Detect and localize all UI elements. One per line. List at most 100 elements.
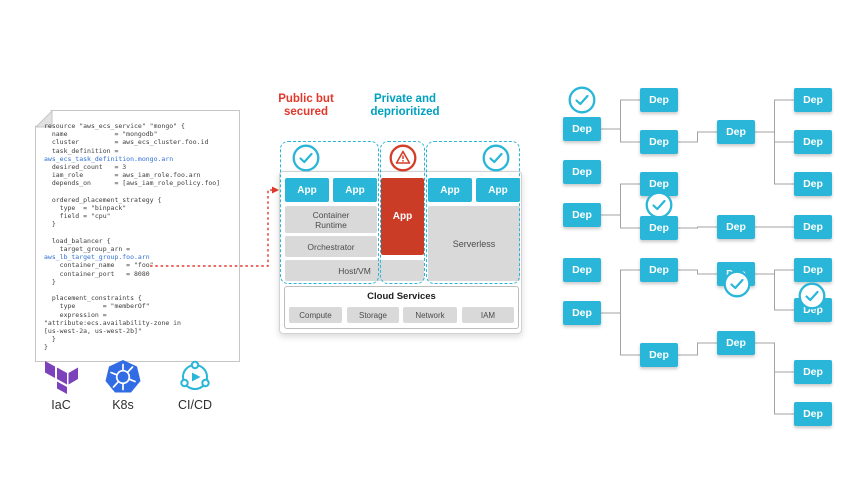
dep-node: Dep [794, 172, 832, 196]
code-line: placement_constraints { [44, 294, 142, 303]
code-line: } [44, 335, 56, 344]
tree-connector [601, 214, 640, 229]
app-node-deprioritized: App [381, 178, 424, 255]
tree-connector [755, 342, 794, 373]
cloud-services-title: Cloud Services [367, 291, 436, 302]
tree-connector [755, 269, 794, 275]
dep-node: Dep [794, 88, 832, 112]
public-secured-group [280, 141, 379, 284]
dep-node: Dep [794, 360, 832, 384]
dep-node: Dep [640, 343, 678, 367]
dep-node: Dep [640, 216, 678, 240]
check-icon [798, 282, 826, 310]
code-line [44, 286, 236, 294]
check-icon [482, 144, 510, 172]
cloud-service-iam: IAM [462, 307, 514, 323]
check-icon [568, 86, 596, 114]
app-node-4: App [428, 178, 472, 202]
toolchain-label-cicd: CI/CD [177, 398, 213, 412]
tree-connector [755, 131, 794, 143]
code-line: } [44, 277, 56, 286]
dep-node: Dep [563, 258, 601, 282]
kubernetes-icon [105, 360, 141, 393]
code-line: task_definition = [44, 146, 119, 155]
cicd-icon [180, 360, 210, 390]
dep-node: Dep [794, 258, 832, 282]
code-line [44, 229, 236, 237]
code-line: } [44, 343, 48, 352]
dep-node: Dep [794, 215, 832, 239]
host-vm-layer: Host/VM [285, 260, 424, 281]
check-icon [723, 270, 751, 298]
code-line: } [44, 220, 56, 229]
dep-node: Dep [640, 130, 678, 154]
app-node-1: App [285, 178, 329, 202]
code-line: resource "aws_ecs_service" "mongo" { [44, 122, 185, 130]
dep-node: Dep [717, 331, 755, 355]
tree-connector [755, 99, 794, 133]
toolchain-label-k8s: K8s [112, 398, 134, 412]
app-node-5: App [476, 178, 520, 202]
tree-connector [678, 269, 717, 275]
tree-connector [601, 269, 640, 314]
code-line: target_group_arn = [44, 245, 131, 254]
dep-node: Dep [717, 120, 755, 144]
code-line: ordered_placement_strategy { [44, 195, 162, 204]
code-line: aws_lb_target_group.foo.arn [44, 253, 150, 262]
code-line: [us-west-2a, us-west-2b]" [44, 327, 142, 336]
dep-node: Dep [563, 203, 601, 227]
code-document: resource "aws_ecs_service" "mongo" { nam… [35, 110, 240, 362]
code-line: cluster = aws_ecs_cluster.foo.id [44, 138, 209, 147]
app-node-2: App [333, 178, 377, 202]
tree-connector [601, 312, 640, 356]
code-line: field = "cpu" [44, 212, 111, 221]
tree-connector [755, 273, 794, 311]
cloud-service-storage: Storage [347, 307, 399, 323]
tree-connector [601, 128, 640, 143]
dep-node: Dep [640, 258, 678, 282]
dep-node: Dep [640, 88, 678, 112]
code-line: type = "binpack" [44, 204, 127, 213]
code-line: aws_ecs_task_definition.mongo.arn [44, 154, 174, 163]
orchestrator-layer: Orchestrator [285, 236, 377, 257]
code-line: load_balancer { [44, 236, 111, 245]
code-line: "attribute:ecs.availability-zone in [44, 318, 181, 327]
private-deprioritized-label: Private and deprioritized [370, 93, 440, 118]
code-line: expression = [44, 310, 107, 319]
dep-node: Dep [717, 215, 755, 239]
code-line [44, 188, 236, 196]
code-line: desired_count = 3 [44, 163, 127, 172]
trace-arrowhead-icon [272, 186, 279, 194]
code-line: iam_role = aws_iam_role.foo.arn [44, 171, 201, 180]
container-runtime-label: Container Runtime [312, 209, 350, 230]
tree-connector [678, 226, 717, 229]
code-line: container_name = "foo" [44, 261, 154, 270]
dep-node: Dep [563, 301, 601, 325]
code-line: container_port = 8080 [44, 269, 150, 278]
dep-node: Dep [563, 160, 601, 184]
tree-connector [755, 342, 794, 415]
warning-icon [389, 144, 417, 172]
terraform-code: resource "aws_ecs_service" "mongo" { nam… [44, 122, 236, 352]
serverless-group [426, 141, 520, 284]
folded-corner-icon [36, 111, 53, 128]
code-line: type = "memberOf" [44, 302, 150, 311]
cloud-service-compute: Compute [289, 307, 342, 323]
toolchain-label-iac: IaC [51, 398, 71, 412]
dep-node: Dep [794, 130, 832, 154]
code-line: name = "mongodb" [44, 130, 158, 139]
private-deprioritized-group [380, 141, 425, 284]
tree-connector [601, 183, 640, 216]
tree-connector [601, 99, 640, 130]
public-secured-label: Public but secured [278, 93, 334, 118]
container-runtime-layer: Container Runtime [285, 206, 377, 233]
check-icon [645, 191, 673, 219]
cloud-service-network: Network [403, 307, 457, 323]
dep-node: Dep [563, 117, 601, 141]
code-line: depends_on = [aws_iam_role_policy.foo] [44, 179, 221, 188]
terraform-icon [45, 361, 78, 394]
tree-connector [678, 342, 717, 356]
serverless-layer: Serverless [428, 206, 520, 281]
dep-node: Dep [794, 402, 832, 426]
